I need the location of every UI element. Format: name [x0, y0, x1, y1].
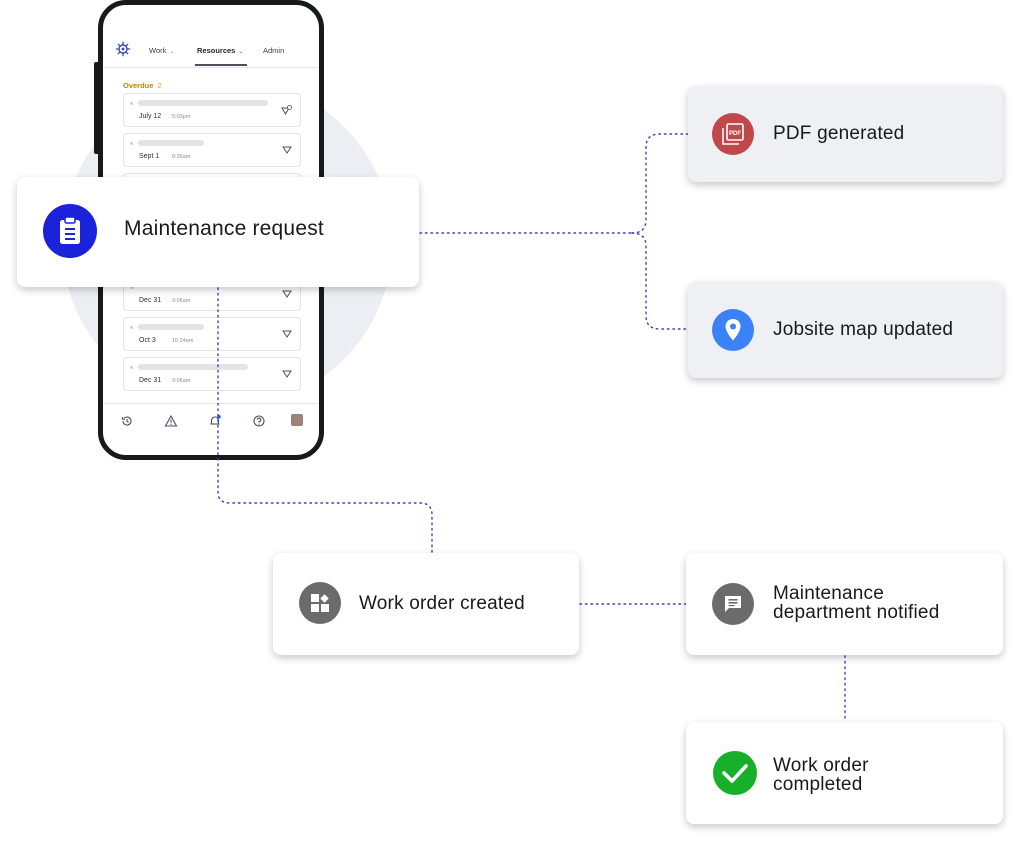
tab-resources[interactable]: Resources⌄	[197, 46, 243, 55]
work-order-created-card[interactable]: Work order created	[273, 553, 579, 655]
flag-check-icon[interactable]	[280, 105, 292, 117]
clipboard-icon	[43, 204, 97, 258]
check-icon	[713, 751, 757, 795]
pdf-icon: PDF	[712, 113, 754, 155]
work-order-completed-card[interactable]: Work order completed	[686, 722, 1003, 824]
svg-text:PDF: PDF	[729, 131, 741, 137]
row-date: Dec 31	[139, 297, 162, 304]
flag-icon[interactable]	[282, 145, 292, 155]
bullet	[130, 366, 133, 369]
help-icon[interactable]	[252, 414, 266, 428]
maintenance-notified-line1: Maintenance	[773, 583, 884, 604]
list-item[interactable]: Sept 1 8:35am	[123, 133, 301, 167]
active-tab-indicator	[195, 64, 247, 66]
placeholder-bar	[138, 140, 204, 146]
list-item[interactable]: Oct 3 10:24am	[123, 317, 301, 351]
work-order-completed-line2: completed	[773, 774, 863, 795]
chevron-down-icon: ⌄	[169, 49, 175, 55]
work-order-completed-line1: Work order	[773, 755, 869, 776]
list-item[interactable]: July 12 5:03pm	[123, 93, 301, 127]
row-date: Dec 31	[139, 377, 162, 384]
row-time: 8:35am	[172, 154, 191, 160]
maintenance-notified-label: Maintenance department notified	[773, 584, 939, 622]
map-pin-icon	[712, 309, 754, 351]
phone-bottom-nav	[103, 403, 319, 444]
bullet	[130, 102, 133, 105]
maintenance-notified-line2: department notified	[773, 602, 940, 623]
tab-work-label: Work	[149, 46, 167, 55]
row-date: Oct 3	[139, 337, 156, 344]
overdue-count-badge: 2	[157, 81, 162, 90]
connector-branch-to-map	[631, 232, 689, 330]
work-order-completed-label: Work order completed	[773, 756, 869, 794]
placeholder-bar	[138, 364, 248, 370]
pdf-generated-card[interactable]: PDF PDF generated	[688, 86, 1003, 182]
row-time: 10:24am	[172, 338, 194, 344]
row-date: Sept 1	[139, 153, 160, 160]
tab-resources-label: Resources	[197, 46, 236, 55]
bullet	[130, 286, 133, 289]
apps-icon	[299, 582, 341, 624]
notification-bell-icon[interactable]	[208, 414, 222, 428]
pdf-generated-label: PDF generated	[773, 123, 905, 144]
overdue-label: Overdue	[123, 81, 154, 90]
maintenance-notified-card[interactable]: Maintenance department notified	[686, 553, 1003, 655]
maintenance-request-label: Maintenance request	[124, 217, 324, 240]
phone-top-nav: Work⌄ Resources⌄ Admin	[103, 33, 319, 68]
connector-branch-to-pdf	[631, 133, 689, 234]
avatar[interactable]	[291, 414, 303, 426]
history-icon[interactable]	[120, 414, 134, 428]
chevron-down-icon: ⌄	[238, 49, 244, 55]
tab-admin-label: Admin	[263, 46, 285, 55]
logo-icon	[115, 41, 131, 57]
maintenance-request-card[interactable]: Maintenance request	[17, 177, 419, 287]
work-order-created-label: Work order created	[359, 593, 525, 614]
phone-side-button	[94, 62, 99, 154]
tab-admin[interactable]: Admin	[263, 46, 284, 55]
list-item[interactable]: Dec 31 9:06am	[123, 357, 301, 391]
row-time: 9:06am	[172, 298, 191, 304]
row-date: July 12	[139, 113, 162, 120]
row-time: 9:06am	[172, 378, 191, 384]
placeholder-bar	[138, 100, 268, 106]
bullet	[130, 326, 133, 329]
placeholder-bar	[138, 324, 204, 330]
flag-icon[interactable]	[282, 329, 292, 339]
flag-icon[interactable]	[282, 369, 292, 379]
flag-icon[interactable]	[282, 289, 292, 299]
jobsite-map-label: Jobsite map updated	[773, 319, 954, 340]
bullet	[130, 142, 133, 145]
jobsite-map-card[interactable]: Jobsite map updated	[688, 282, 1003, 378]
warning-icon[interactable]	[164, 414, 178, 428]
row-time: 5:03pm	[172, 114, 191, 120]
tab-work[interactable]: Work⌄	[149, 46, 174, 55]
message-icon	[712, 583, 754, 625]
